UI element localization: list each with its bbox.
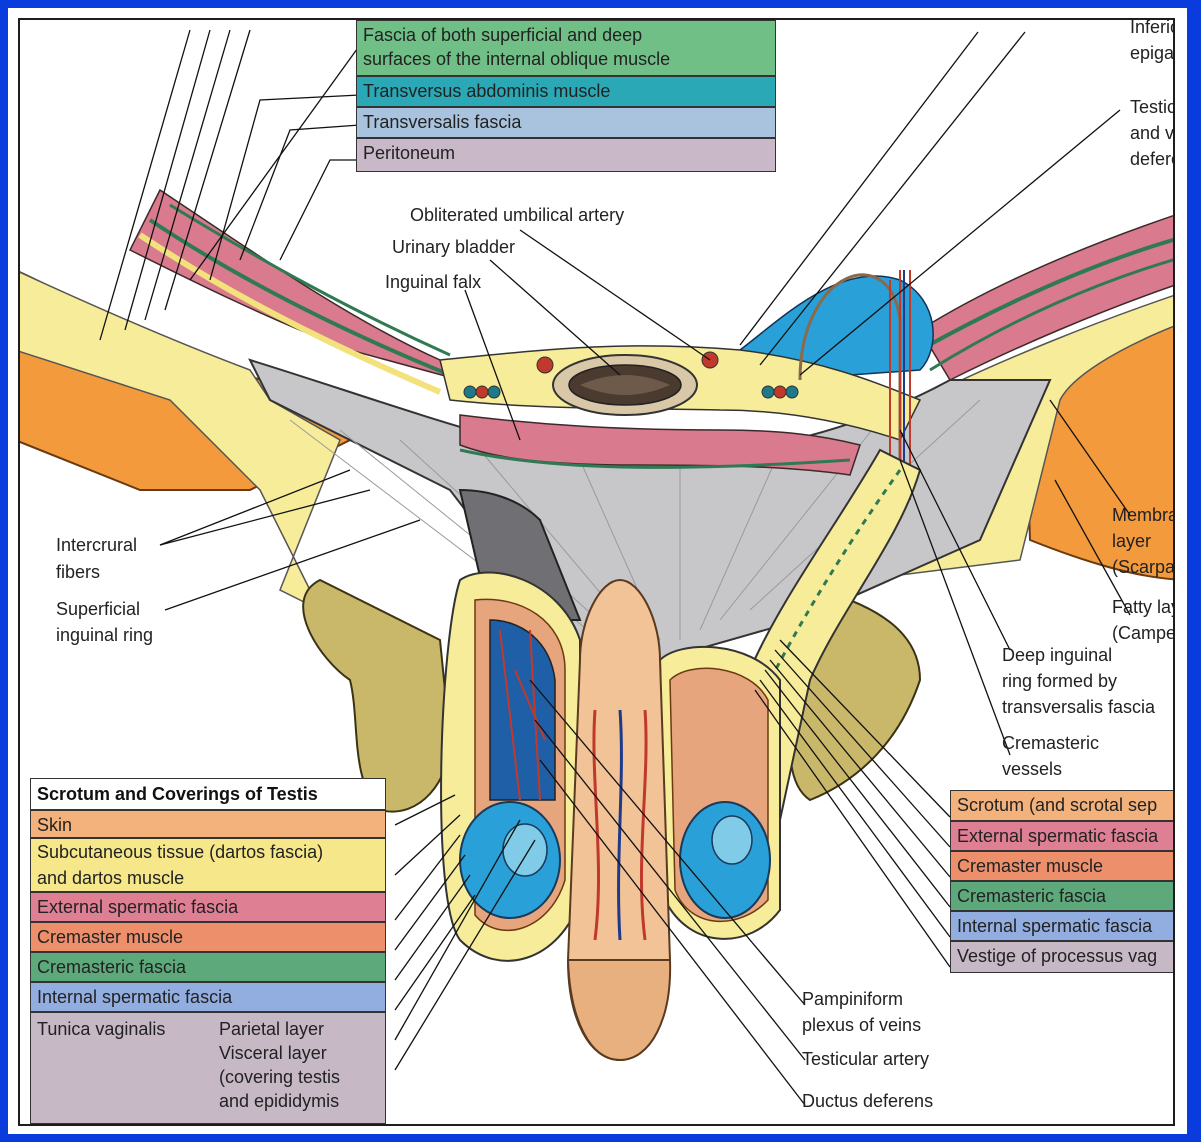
legend-visceral-layer-1: Visceral layer <box>219 1041 327 1065</box>
left-umbilical-artery <box>537 357 553 373</box>
label-intercrural-1: Intercrural <box>56 534 137 556</box>
legend-skin: Skin <box>30 810 386 838</box>
glans <box>568 960 670 1060</box>
legend-peritoneum: Peritoneum <box>356 138 776 172</box>
legend-internal-oblique-fascia: Fascia of both superficial and deep surf… <box>356 20 776 76</box>
label-deep-ring-2: ring formed by <box>1002 670 1117 692</box>
scrotum-legend-title: Scrotum and Coverings of Testis <box>30 778 386 810</box>
legend-tunica-vaginalis-label: Tunica vaginalis <box>37 1015 165 1043</box>
label-inferior-epigastric-2: epigas <box>1130 42 1175 64</box>
legend-cremaster-muscle: Cremaster muscle <box>30 922 386 952</box>
legend-right-vestige: Vestige of processus vag <box>950 941 1175 973</box>
label-cremasteric-vessels-1: Cremasteric <box>1002 732 1099 754</box>
label-testicular-3: defere <box>1130 148 1175 170</box>
label-membranous-2: layer <box>1112 530 1151 552</box>
label-ductus-deferens: Ductus deferens <box>802 1090 933 1112</box>
legend-subcutaneous-line2: and dartos muscle <box>37 865 385 891</box>
label-testicular-artery: Testicular artery <box>802 1048 929 1070</box>
label-inguinal-falx: Inguinal falx <box>385 271 481 293</box>
legend-visceral-layer-3: and epididymis <box>219 1089 339 1113</box>
label-pampiniform-2: plexus of veins <box>802 1014 921 1036</box>
label-urinary-bladder: Urinary bladder <box>392 236 515 258</box>
label-inferior-epigastric-1: Inferio <box>1130 18 1175 38</box>
diagram-canvas: Fascia of both superficial and deep surf… <box>18 18 1175 1126</box>
legend-subcutaneous-line1: Subcutaneous tissue (dartos fascia) <box>37 839 385 865</box>
legend-right-external-spermatic: External spermatic fascia <box>950 821 1175 851</box>
legend-right-scrotum: Scrotum (and scrotal sep <box>950 790 1175 821</box>
label-deep-ring-3: transversalis fascia <box>1002 696 1155 718</box>
label-deep-ring-1: Deep inguinal <box>1002 644 1112 666</box>
legend-tunica-vaginalis: Tunica vaginalis Parietal layer Visceral… <box>30 1012 386 1124</box>
legend-right-cremasteric-fascia: Cremasteric fascia <box>950 881 1175 911</box>
left-pelvic-bone <box>303 580 450 812</box>
label-pampiniform-1: Pampiniform <box>802 988 903 1010</box>
legend-external-spermatic: External spermatic fascia <box>30 892 386 922</box>
label-superficial-ring-1: Superficial <box>56 598 140 620</box>
legend-right-internal-spermatic: Internal spermatic fascia <box>950 911 1175 941</box>
legend-internal-oblique-line2: surfaces of the internal oblique muscle <box>363 47 775 71</box>
label-superficial-ring-2: inguinal ring <box>56 624 153 646</box>
legend-internal-oblique-line1: Fascia of both superficial and deep <box>363 23 775 47</box>
label-membranous-3: (Scarpa <box>1112 556 1175 578</box>
legend-right-cremaster-muscle: Cremaster muscle <box>950 851 1175 881</box>
label-fatty-1: Fatty lay <box>1112 596 1175 618</box>
legend-subcutaneous: Subcutaneous tissue (dartos fascia) and … <box>30 838 386 892</box>
label-testicular-1: Testicu <box>1130 96 1175 118</box>
label-membranous-1: Membra <box>1112 504 1175 526</box>
legend-internal-spermatic: Internal spermatic fascia <box>30 982 386 1012</box>
legend-cremasteric-fascia: Cremasteric fascia <box>30 952 386 982</box>
legend-transversus-abdominis: Transversus abdominis muscle <box>356 76 776 107</box>
label-intercrural-2: fibers <box>56 561 100 583</box>
label-fatty-2: (Campe <box>1112 622 1175 644</box>
legend-transversalis-fascia: Transversalis fascia <box>356 107 776 138</box>
label-cremasteric-vessels-2: vessels <box>1002 758 1062 780</box>
label-testicular-2: and ve <box>1130 122 1175 144</box>
legend-visceral-layer-2: (covering testis <box>219 1065 340 1089</box>
legend-parietal-layer: Parietal layer <box>219 1015 324 1043</box>
label-obliterated-umbilical-artery: Obliterated umbilical artery <box>410 204 624 226</box>
